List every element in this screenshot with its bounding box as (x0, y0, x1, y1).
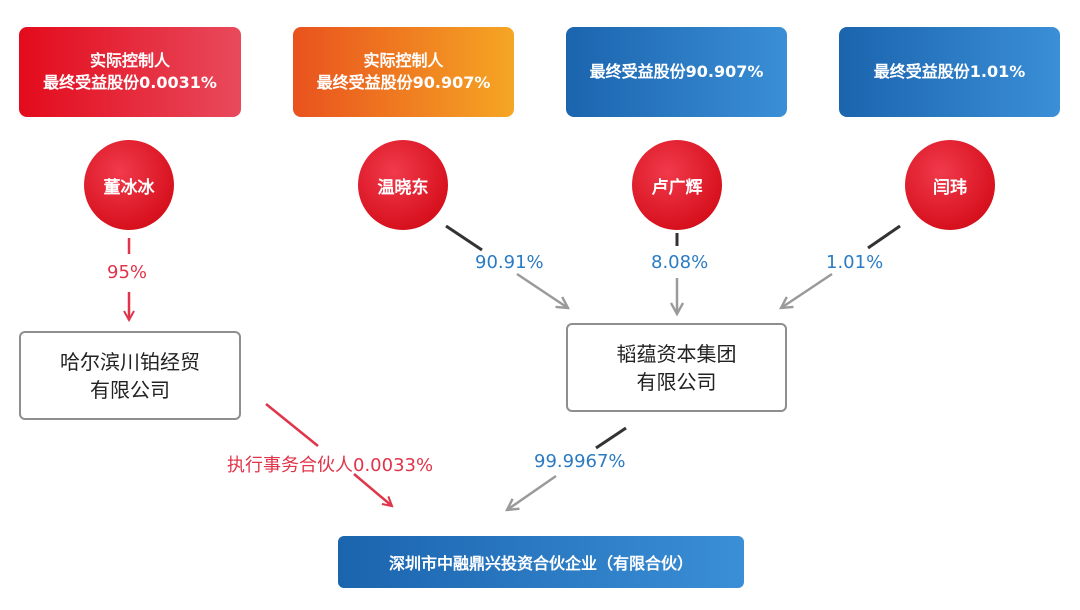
final-company-name: 深圳市中融鼎兴投资合伙企业（有限合伙） (388, 554, 693, 573)
label-lu-beneficial: 最终受益股份90.907% (566, 27, 787, 117)
arrow-harbin-final-top (265, 403, 319, 447)
pct-lu-taoyun: 8.08% (651, 252, 709, 273)
arrow-wen-taoyun (516, 272, 568, 308)
person-yan-wei: 闫玮 (905, 140, 995, 230)
person-wen-xiaodong: 温晓东 (358, 140, 448, 230)
person-name: 董冰冰 (103, 177, 155, 198)
pct-yan-taoyun: 1.01% (826, 252, 884, 273)
arrow-taoyun-final-top (595, 426, 627, 450)
label-dong-beneficial: 实际控制人 最终受益股份0.0031% (19, 27, 241, 117)
label-line: 最终受益股份90.907% (316, 73, 491, 92)
company-name-line: 有限公司 (636, 369, 717, 394)
company-harbin-chuanbo: 哈尔滨川铂经贸 有限公司 (19, 331, 241, 420)
pct-dong-harbin: 95% (107, 262, 148, 283)
arrow-taoyun-final (507, 474, 557, 510)
company-name-line: 韬蕴资本集团 (616, 341, 737, 366)
pct-harbin-final: 执行事务合伙人0.0033% (227, 455, 434, 476)
person-name: 闫玮 (933, 177, 967, 198)
person-lu-guanghui: 卢广辉 (632, 140, 722, 230)
arrow-yan-taoyun-top (867, 224, 901, 250)
label-line: 最终受益股份90.907% (589, 62, 764, 81)
pct-taoyun-final: 99.9967% (534, 451, 626, 472)
company-name-line: 哈尔滨川铂经贸 (60, 349, 200, 374)
company-shenzhen-zhongrong-dingxing: 深圳市中融鼎兴投资合伙企业（有限合伙） (338, 536, 744, 588)
person-name: 卢广辉 (651, 177, 703, 198)
company-name-line: 有限公司 (90, 377, 170, 402)
person-name: 温晓东 (377, 177, 429, 198)
label-line: 最终受益股份1.01% (873, 62, 1026, 81)
label-line: 实际控制人 (363, 51, 444, 70)
arrow-wen-taoyun-top (445, 224, 483, 252)
pct-wen-taoyun: 90.91% (475, 252, 544, 273)
label-line: 最终受益股份0.0031% (43, 73, 217, 92)
label-line: 实际控制人 (89, 51, 170, 70)
arrow-harbin-final (353, 473, 392, 506)
person-dong-bingbing: 董冰冰 (84, 140, 174, 230)
label-wen-beneficial: 实际控制人 最终受益股份90.907% (293, 27, 514, 117)
label-yan-beneficial: 最终受益股份1.01% (839, 27, 1060, 117)
company-taoyun-capital: 韬蕴资本集团 有限公司 (566, 323, 787, 412)
arrow-yan-taoyun (781, 272, 833, 308)
